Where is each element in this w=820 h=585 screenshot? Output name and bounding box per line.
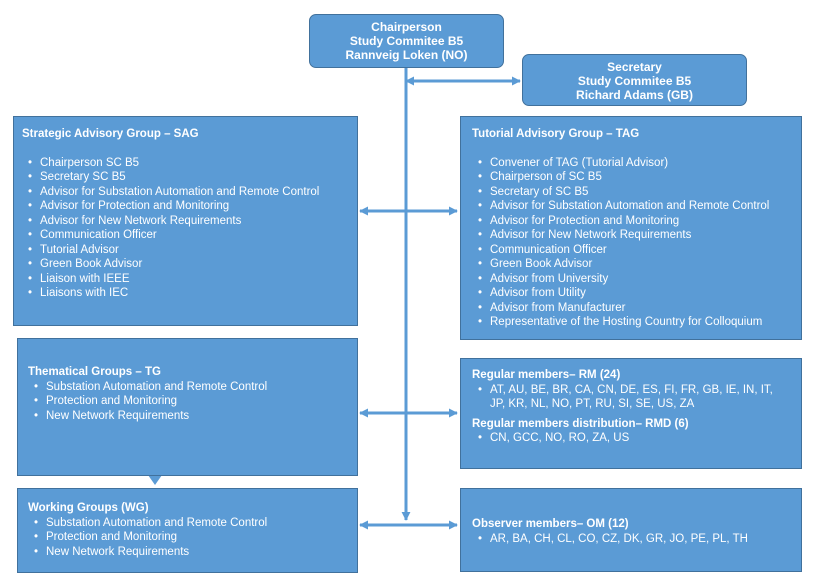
list-item: Liaison with IEEE	[22, 272, 349, 287]
om-box: Observer members– OM (12) AR, BA, CH, CL…	[460, 488, 802, 572]
list-item: Protection and Monitoring	[28, 530, 347, 545]
wg-title: Working Groups (WG)	[28, 502, 149, 514]
tg-title: Thematical Groups – TG	[28, 366, 161, 378]
list-item: Advisor from Manufacturer	[472, 301, 790, 316]
secretary-name: Richard Adams (GB)	[576, 88, 693, 102]
secretary-role: Secretary	[607, 60, 662, 74]
list-item: Liaisons with IEC	[22, 286, 349, 301]
list-item: Advisor for Protection and Monitoring	[22, 199, 349, 214]
chair-role: Chairperson	[371, 20, 442, 34]
rm-title: Regular members– RM (24)	[472, 369, 621, 381]
secretary-committee: Study Commitee B5	[577, 74, 692, 88]
list-item: Advisor for Substation Automation and Re…	[22, 185, 349, 200]
list-item: New Network Requirements	[28, 545, 347, 560]
list-item: Green Book Advisor	[22, 257, 349, 272]
chair-committee: Study Commitee B5	[349, 34, 464, 48]
list-item: Communication Officer	[472, 243, 790, 258]
list-item: Green Book Advisor	[472, 257, 790, 272]
rm-list: AT, AU, BE, BR, CA, CN, DE, ES, FI, FR, …	[472, 383, 790, 412]
tg-wg-pointer	[148, 475, 162, 485]
list-item: Substation Automation and Remote Control	[28, 516, 347, 531]
list-item: Representative of the Hosting Country fo…	[472, 315, 790, 330]
tg-box: Thematical Groups – TG Substation Automa…	[17, 338, 358, 476]
rmd-title: Regular members distribution– RMD (6)	[472, 417, 689, 430]
sag-box: Strategic Advisory Group – SAG Chairpers…	[13, 116, 358, 326]
list-item: Protection and Monitoring	[28, 394, 347, 409]
list-item: Secretary SC B5	[22, 170, 349, 185]
rmd-list: CN, GCC, NO, RO, ZA, US	[472, 431, 790, 446]
list-item: CN, GCC, NO, RO, ZA, US	[472, 431, 790, 446]
list-item: Advisor from University	[472, 272, 790, 287]
chairperson-box: Chairperson Study Commitee B5 Rannveig L…	[309, 14, 504, 68]
list-item: Communication Officer	[22, 228, 349, 243]
list-item: Chairperson SC B5	[22, 156, 349, 171]
tg-list: Substation Automation and Remote Control…	[28, 380, 347, 424]
list-item: Convener of TAG (Tutorial Advisor)	[472, 156, 790, 171]
sag-list: Chairperson SC B5 Secretary SC B5 Adviso…	[22, 156, 349, 301]
list-item: Tutorial Advisor	[22, 243, 349, 258]
list-item: AT, AU, BE, BR, CA, CN, DE, ES, FI, FR, …	[472, 383, 790, 412]
list-item: Chairperson of SC B5	[472, 170, 790, 185]
om-title: Observer members– OM (12)	[472, 518, 629, 530]
secretary-box: Secretary Study Commitee B5 Richard Adam…	[522, 54, 747, 106]
chair-name: Rannveig Loken (NO)	[345, 48, 468, 62]
om-list: AR, BA, CH, CL, CO, CZ, DK, GR, JO, PE, …	[472, 532, 790, 547]
tag-list: Convener of TAG (Tutorial Advisor) Chair…	[472, 156, 790, 330]
wg-list: Substation Automation and Remote Control…	[28, 516, 347, 560]
list-item: Advisor for Protection and Monitoring	[472, 214, 790, 229]
list-item: New Network Requirements	[28, 409, 347, 424]
tag-title: Tutorial Advisory Group – TAG	[472, 128, 640, 140]
list-item: Advisor for New Network Requirements	[472, 228, 790, 243]
rm-box: Regular members– RM (24) AT, AU, BE, BR,…	[460, 358, 802, 469]
list-item: Secretary of SC B5	[472, 185, 790, 200]
list-item: Substation Automation and Remote Control	[28, 380, 347, 395]
list-item: Advisor from Utility	[472, 286, 790, 301]
sag-title: Strategic Advisory Group – SAG	[22, 128, 199, 140]
list-item: AR, BA, CH, CL, CO, CZ, DK, GR, JO, PE, …	[472, 532, 790, 547]
tag-box: Tutorial Advisory Group – TAG Convener o…	[460, 116, 802, 340]
wg-box: Working Groups (WG) Substation Automatio…	[17, 488, 358, 573]
list-item: Advisor for Substation Automation and Re…	[472, 199, 790, 214]
list-item: Advisor for New Network Requirements	[22, 214, 349, 229]
